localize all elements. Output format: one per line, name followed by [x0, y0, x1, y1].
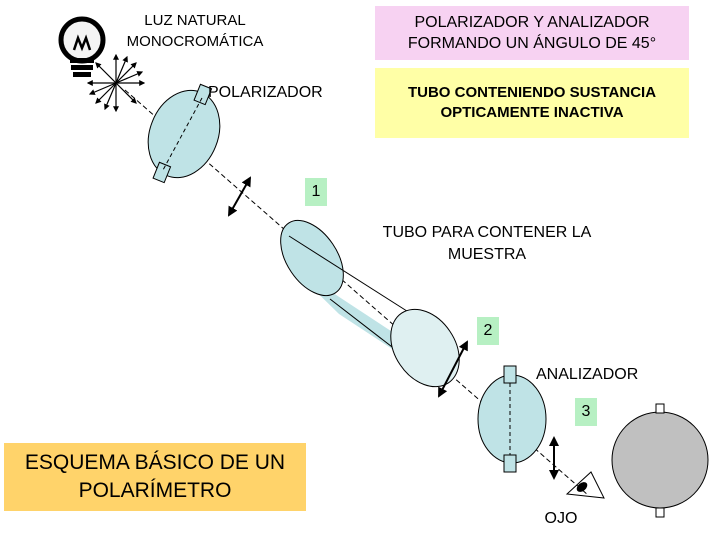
- marker-3: 3: [575, 398, 597, 426]
- marker-1: 1: [305, 178, 327, 206]
- polarizer-disc: [147, 83, 221, 184]
- sample-tube: [280, 219, 460, 388]
- angle-note: POLARIZADOR Y ANALIZADOR FORMANDO UN ÁNG…: [375, 6, 689, 60]
- light-rays: [86, 53, 146, 113]
- analyzer-label: ANALIZADOR: [536, 366, 639, 383]
- polarized-light-arrow-1: [228, 176, 251, 217]
- eye-label: OJO: [544, 510, 578, 527]
- light-bulb-icon: [58, 16, 106, 77]
- light-source-label: LUZ NATURAL MONOCROMÁTICA: [126, 12, 264, 50]
- observation-screen: [611, 403, 709, 518]
- rotated-light-arrow-2: [438, 340, 468, 398]
- diagram-title: ESQUEMA BÁSICO DE UN POLARÍMETRO: [4, 443, 306, 511]
- eye-icon: [565, 471, 605, 499]
- sample-tube-label: TUBO PARA CONTENER LA MUESTRA: [382, 224, 592, 263]
- analyzer-disc: [477, 365, 547, 473]
- polarizer-label: POLARIZADOR: [208, 84, 323, 101]
- marker-2: 2: [477, 317, 499, 345]
- inactive-tube-note: TUBO CONTENIENDO SUSTANCIA OPTICAMENTE I…: [375, 68, 689, 138]
